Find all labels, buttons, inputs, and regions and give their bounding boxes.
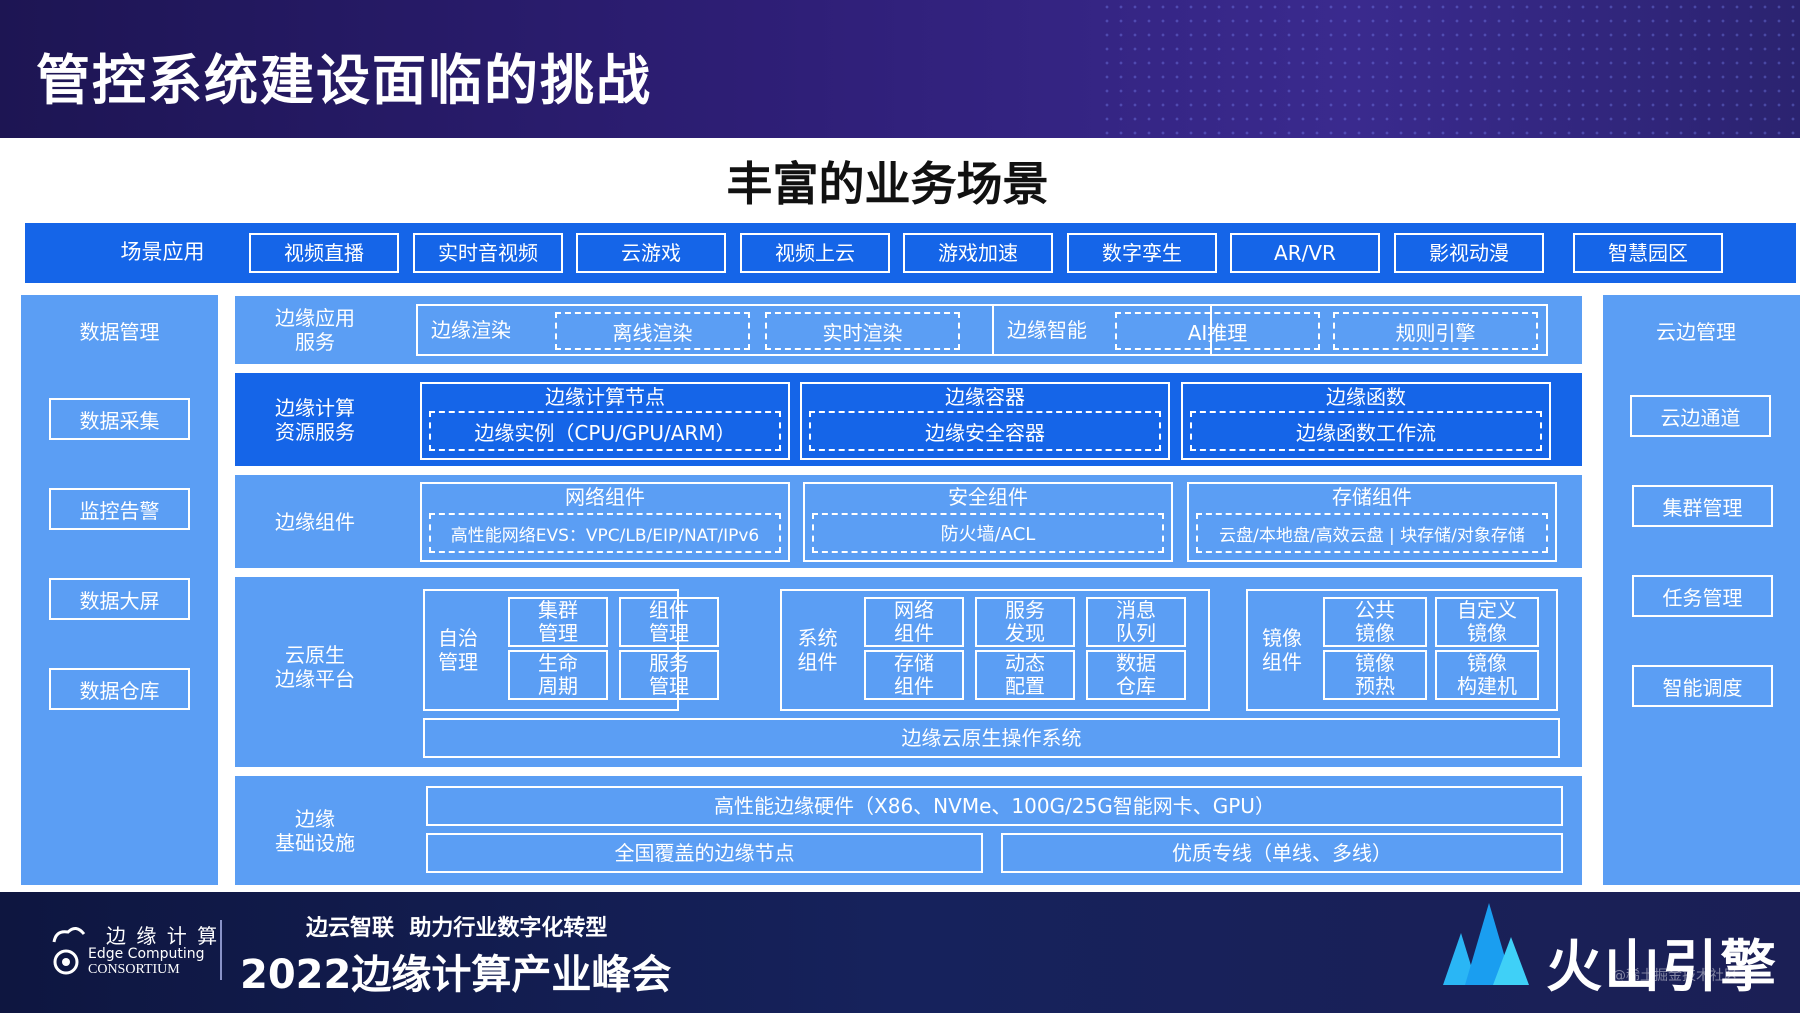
subitem: 镜像 构建机 <box>1435 650 1539 700</box>
brand-name: 火山引擎 <box>1546 935 1778 1000</box>
subitem: 自定义 镜像 <box>1435 597 1539 647</box>
org-name-cn: 边 缘 计 算 <box>106 924 220 948</box>
group-item: 离线渲染 <box>555 312 750 350</box>
left-panel-item: 数据仓库 <box>49 668 190 710</box>
scenario-item: 智慧园区 <box>1573 233 1723 273</box>
group-item: 规则引擎 <box>1333 312 1538 350</box>
edge-cloud-native-os: 边缘云原生操作系统 <box>423 718 1560 758</box>
right-panel-item: 任务管理 <box>1632 575 1773 617</box>
group-title: 边缘渲染 <box>431 318 511 342</box>
layer-label: 边缘组件 <box>275 509 355 534</box>
group-item: 边缘实例（CPU/GPU/ARM） <box>429 411 781 451</box>
compute-group <box>420 382 790 460</box>
subitem: 服务 管理 <box>619 650 719 700</box>
component-group <box>420 482 790 562</box>
scenario-item: 视频上云 <box>740 233 890 273</box>
right-panel-item: 智能调度 <box>1632 665 1773 707</box>
component-group <box>1187 482 1557 562</box>
layer-app-service: 边缘应用 服务 边缘渲染 离线渲染 实时渲染 边缘智能 AI推理 规则引擎 <box>235 296 1582 364</box>
left-panel-title: 数据管理 <box>79 320 160 344</box>
diagram-title: 丰富的业务场景 <box>726 157 1049 211</box>
component-group <box>803 482 1173 562</box>
subitem: 集群 管理 <box>508 597 608 647</box>
group-title: 镜像 组件 <box>1262 626 1302 674</box>
subitem: 服务 发现 <box>975 597 1075 647</box>
page-title: 管控系统建设面临的挑战 <box>36 49 652 112</box>
compute-group <box>1181 382 1551 460</box>
world-map-decoration <box>1100 0 1800 138</box>
footer-divider <box>220 920 222 980</box>
subitem: 镜像 预热 <box>1323 650 1427 700</box>
group-title: 网络组件 <box>565 485 645 509</box>
scenario-item: 视频直播 <box>249 233 399 273</box>
scenario-row: 场景应用 视频直播 实时音视频 云游戏 视频上云 游戏加速 数字孪生 AR/VR… <box>25 223 1796 283</box>
header-banner: 管控系统建设面临的挑战 <box>0 0 1800 138</box>
right-panel-item: 云边通道 <box>1630 395 1771 437</box>
subitem: 存储 组件 <box>864 650 964 700</box>
group-item: 高性能网络EVS：VPC/LB/EIP/NAT/IPv6 <box>429 513 781 553</box>
layer-label: 边缘 基础设施 <box>275 806 355 855</box>
group-title: 边缘函数 <box>1326 385 1406 409</box>
scenario-item: 实时音视频 <box>413 233 563 273</box>
group-title: 边缘智能 <box>1007 318 1087 342</box>
scenario-item: 影视动漫 <box>1394 233 1544 273</box>
summit-title: 2022边缘计算产业峰会 <box>240 952 672 998</box>
right-panel-item: 集群管理 <box>1632 485 1773 527</box>
left-panel-item: 数据大屏 <box>49 578 190 620</box>
scenario-item: 游戏加速 <box>903 233 1053 273</box>
subitem: 组件 管理 <box>619 597 719 647</box>
scenario-label: 场景应用 <box>120 240 205 265</box>
subitem: 公共 镜像 <box>1323 597 1427 647</box>
layer-edge-components: 边缘组件 网络组件 高性能网络EVS：VPC/LB/EIP/NAT/IPv6 安… <box>235 475 1582 568</box>
group-item: 边缘函数工作流 <box>1190 411 1542 451</box>
subitem: 网络 组件 <box>864 597 964 647</box>
scenario-item: 数字孪生 <box>1067 233 1217 273</box>
right-panel-cloud-edge-management: 云边管理 云边通道 集群管理 任务管理 智能调度 <box>1603 295 1800 885</box>
right-panel-title: 云边管理 <box>1656 320 1736 344</box>
group-item: AI推理 <box>1115 312 1320 350</box>
group-title: 安全组件 <box>948 485 1028 509</box>
group-item: 防火墙/ACL <box>812 513 1164 553</box>
group-title: 边缘计算节点 <box>545 385 665 409</box>
left-panel-data-management: 数据管理 数据采集 监控告警 数据大屏 数据仓库 <box>21 295 218 885</box>
infra-lines: 优质专线（单线、多线） <box>1001 833 1563 873</box>
group-title: 存储组件 <box>1332 485 1412 509</box>
subitem: 数据 仓库 <box>1086 650 1186 700</box>
layer-label: 边缘应用 服务 <box>275 306 355 354</box>
scenario-item: 云游戏 <box>576 233 726 273</box>
volcano-engine-logo-icon <box>1443 903 1529 985</box>
subitem: 动态 配置 <box>975 650 1075 700</box>
gear-cloud-icon <box>52 927 86 975</box>
left-panel-item: 监控告警 <box>49 488 190 530</box>
layer-compute-resource: 边缘计算 资源服务 边缘计算节点 边缘实例（CPU/GPU/ARM） 边缘容器 … <box>235 373 1582 466</box>
edge-render-group <box>416 304 1212 356</box>
group-item: 实时渲染 <box>765 312 960 350</box>
org-name-en-2: CONSORTIUM <box>88 962 180 977</box>
infra-hardware: 高性能边缘硬件（X86、NVMe、100G/25G智能网卡、GPU） <box>426 786 1563 826</box>
watermark: @稀土掘金技术社区 <box>1612 968 1738 984</box>
compute-group <box>800 382 1170 460</box>
scenario-item: AR/VR <box>1230 233 1380 273</box>
group-item: 边缘安全容器 <box>809 411 1161 451</box>
group-title: 自治 管理 <box>438 626 478 674</box>
layer-label: 云原生 边缘平台 <box>275 643 355 691</box>
layer-edge-infrastructure: 边缘 基础设施 高性能边缘硬件（X86、NVMe、100G/25G智能网卡、GP… <box>235 776 1582 885</box>
image-component-group <box>1246 589 1558 711</box>
subitem: 生命 周期 <box>508 650 608 700</box>
system-component-group <box>780 589 1210 711</box>
edge-intel-group <box>992 304 1548 356</box>
org-name-en-1: Edge Computing <box>88 946 205 962</box>
layer-label: 边缘计算 资源服务 <box>275 395 355 444</box>
layer-cloud-native-platform: 云原生 边缘平台 自治 管理 集群 管理 组件 管理 生命 周期 服务 管理 系… <box>235 577 1582 767</box>
group-item: 云盘/本地盘/高效云盘 | 块存储/对象存储 <box>1196 513 1548 553</box>
left-panel-item: 数据采集 <box>49 398 190 440</box>
group-title: 边缘容器 <box>945 385 1025 409</box>
subitem: 消息 队列 <box>1086 597 1186 647</box>
infra-nodes: 全国覆盖的边缘节点 <box>426 833 983 873</box>
group-title: 系统 组件 <box>797 626 838 674</box>
slogan: 边云智联 助力行业数字化转型 <box>306 916 608 941</box>
